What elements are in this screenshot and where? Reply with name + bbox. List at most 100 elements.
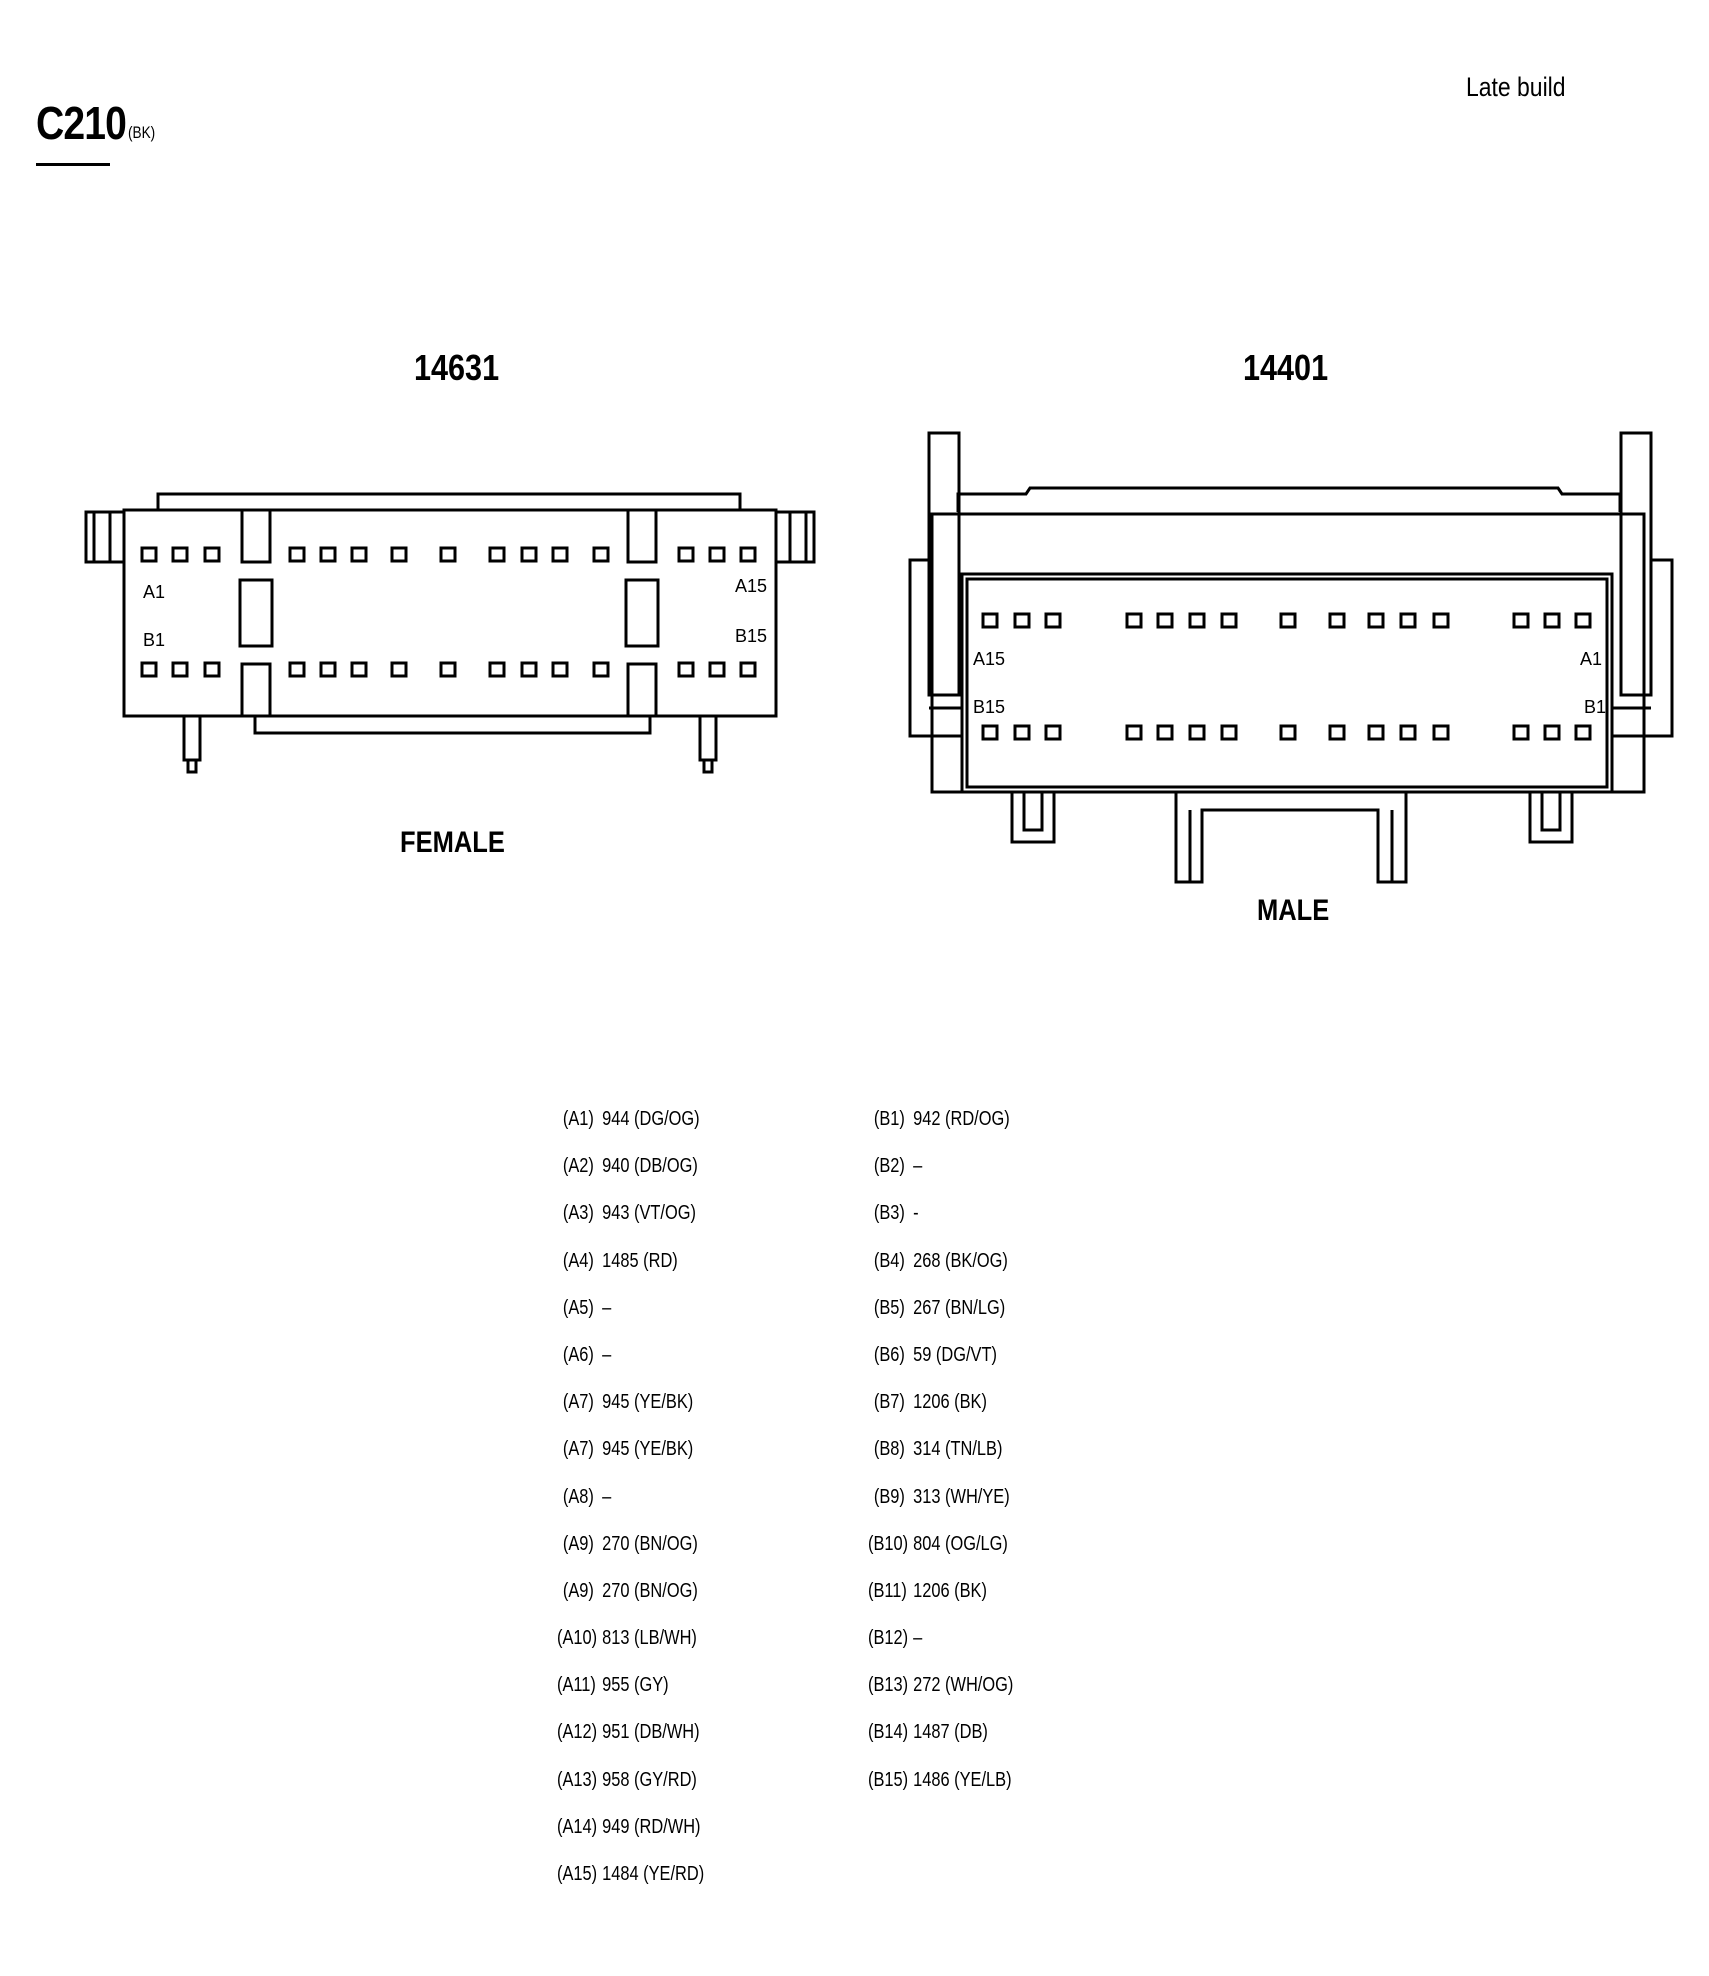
pin-id: (B9) <box>873 1485 905 1508</box>
female-cavity-b-11 <box>551 661 569 678</box>
wire-spec: 943 (VT/OG) <box>602 1202 696 1225</box>
title-underline <box>36 163 110 166</box>
right-part-number: 14401 <box>1243 347 1329 388</box>
female-cavity-b-4 <box>288 661 306 678</box>
pin-id: (A5) <box>562 1296 594 1319</box>
pin-row: (B1)942 (RD/OG) <box>868 1108 1013 1155</box>
female-label-b15: B15 <box>735 626 767 646</box>
male-cavity-b-11 <box>1399 724 1417 741</box>
wire-spec: 951 (DB/WH) <box>602 1721 700 1744</box>
pin-row: (B7) 1206 (BK) <box>868 1391 1013 1438</box>
male-cavity-b-2 <box>1013 724 1031 741</box>
female-cavity-b-12 <box>592 661 610 678</box>
pin-id: (B5) <box>873 1296 905 1319</box>
male-connector <box>908 431 1674 884</box>
wire-spec: 270 (BN/OG) <box>602 1532 698 1555</box>
wire-spec: 268 (BK/OG) <box>913 1249 1008 1272</box>
pin-id: (A2) <box>562 1155 594 1178</box>
pin-id: (A9) <box>562 1532 594 1555</box>
pin-row: (A2) 940 (DB/OG) <box>557 1155 704 1202</box>
pin-id: (A6) <box>562 1343 594 1366</box>
pin-id: (A14) <box>557 1815 598 1838</box>
male-cavity-a-15 <box>1574 612 1592 629</box>
pin-id: (B11) <box>868 1579 907 1602</box>
wire-spec: – <box>602 1343 612 1366</box>
male-cavity-a-13 <box>1512 612 1530 629</box>
male-pin-row-b <box>981 724 1592 741</box>
male-cavity-a-4 <box>1125 612 1143 629</box>
wire-spec: 1206 (BK) <box>913 1579 987 1602</box>
male-cavity-b-4 <box>1125 724 1143 741</box>
male-cavity-b-8 <box>1279 724 1297 741</box>
pin-id: (B7) <box>873 1391 905 1414</box>
wire-spec: 945 (YE/BK) <box>602 1438 694 1461</box>
pin-id: (A12) <box>557 1721 598 1744</box>
pin-row: (B13)272 (WH/OG) <box>868 1674 1013 1721</box>
female-cavity-a-4 <box>288 546 306 563</box>
pin-row: (B10)804 (OG/LG) <box>868 1533 1013 1580</box>
wire-spec: - <box>913 1202 919 1225</box>
female-cavity-b-2 <box>171 661 189 678</box>
male-label-a1: A1 <box>1580 649 1602 669</box>
pin-row: (A8)– <box>557 1486 704 1533</box>
pin-row: (A9) 270 (BN/OG) <box>557 1533 704 1580</box>
pin-row: (B2)– <box>868 1155 1013 1202</box>
male-cavity-a-10 <box>1367 612 1385 629</box>
pin-id: (B6) <box>873 1343 905 1366</box>
pin-id: (A11) <box>557 1674 596 1697</box>
female-connector <box>84 492 816 774</box>
pin-row: (B3)- <box>868 1202 1013 1249</box>
connector-id: C210 <box>36 97 127 149</box>
female-cavity-a-10 <box>520 546 538 563</box>
wire-spec: 949 (RD/WH) <box>602 1815 701 1838</box>
female-pin-row-a <box>140 546 757 563</box>
wire-spec: 955 (GY) <box>602 1674 669 1697</box>
pin-id: (A9) <box>562 1579 594 1602</box>
pin-row: (A7) 945 (YE/BK) <box>557 1391 704 1438</box>
male-label-a15: A15 <box>973 649 1005 669</box>
female-label-b1: B1 <box>143 630 165 650</box>
male-cavity-b-7 <box>1220 724 1238 741</box>
pin-row: (B9)313 (WH/YE) <box>868 1486 1013 1533</box>
pin-row: (A11) 955 (GY) <box>557 1674 704 1721</box>
pin-row: (A1)944 (DG/OG) <box>557 1108 704 1155</box>
female-pin-row-b <box>140 661 757 678</box>
pin-id: (B15) <box>868 1768 909 1791</box>
male-pin-row-a <box>981 612 1592 629</box>
wire-spec: 1486 (YE/LB) <box>913 1768 1012 1791</box>
male-cavity-b-9 <box>1328 724 1346 741</box>
pin-id: (A15) <box>557 1863 598 1885</box>
female-cavity-b-15 <box>739 661 757 678</box>
male-cavity-a-14 <box>1543 612 1561 629</box>
wire-spec: 1206 (BK) <box>913 1391 987 1414</box>
pin-row: (A12)951 (DB/WH) <box>557 1721 704 1768</box>
pin-row: (B11) 1206 (BK) <box>868 1580 1013 1627</box>
male-cavity-a-9 <box>1328 612 1346 629</box>
pin-id: (B10) <box>868 1532 909 1555</box>
female-cavity-b-6 <box>350 661 368 678</box>
pin-id: (A8) <box>562 1485 594 1508</box>
male-cavity-a-12 <box>1432 612 1450 629</box>
female-cavity-a-14 <box>708 546 726 563</box>
pin-list-a: (A1)944 (DG/OG)(A2)940 (DB/OG)(A3)943 (V… <box>557 1108 737 1910</box>
pin-row: (A15)1484 (YE/RD) <box>557 1863 704 1910</box>
female-cavity-b-7 <box>390 661 408 678</box>
female-label: FEMALE <box>400 826 505 859</box>
pin-row: (B4)268 (BK/OG) <box>868 1250 1013 1297</box>
female-cavity-b-8 <box>439 661 457 678</box>
wire-spec: 940 (DB/OG) <box>602 1155 698 1178</box>
male-cavity-a-6 <box>1188 612 1206 629</box>
pin-row: (A14)949 (RD/WH) <box>557 1816 704 1863</box>
female-cavity-b-10 <box>520 661 538 678</box>
pin-row: (A4)1485 (RD) <box>557 1250 704 1297</box>
pin-id: (B2) <box>873 1155 905 1178</box>
female-cavity-a-2 <box>171 546 189 563</box>
wire-spec: 945 (YE/BK) <box>602 1391 694 1414</box>
pin-id: (B1) <box>873 1108 905 1130</box>
male-label-b15: B15 <box>973 697 1005 717</box>
female-cavity-a-11 <box>551 546 569 563</box>
pin-id: (A7) <box>562 1391 594 1414</box>
pin-list-b: (B1)942 (RD/OG)(B2)–(B3)-(B4)268 (BK/OG)… <box>868 1108 1045 1816</box>
pin-row: (B15)1486 (YE/LB) <box>868 1769 1013 1816</box>
